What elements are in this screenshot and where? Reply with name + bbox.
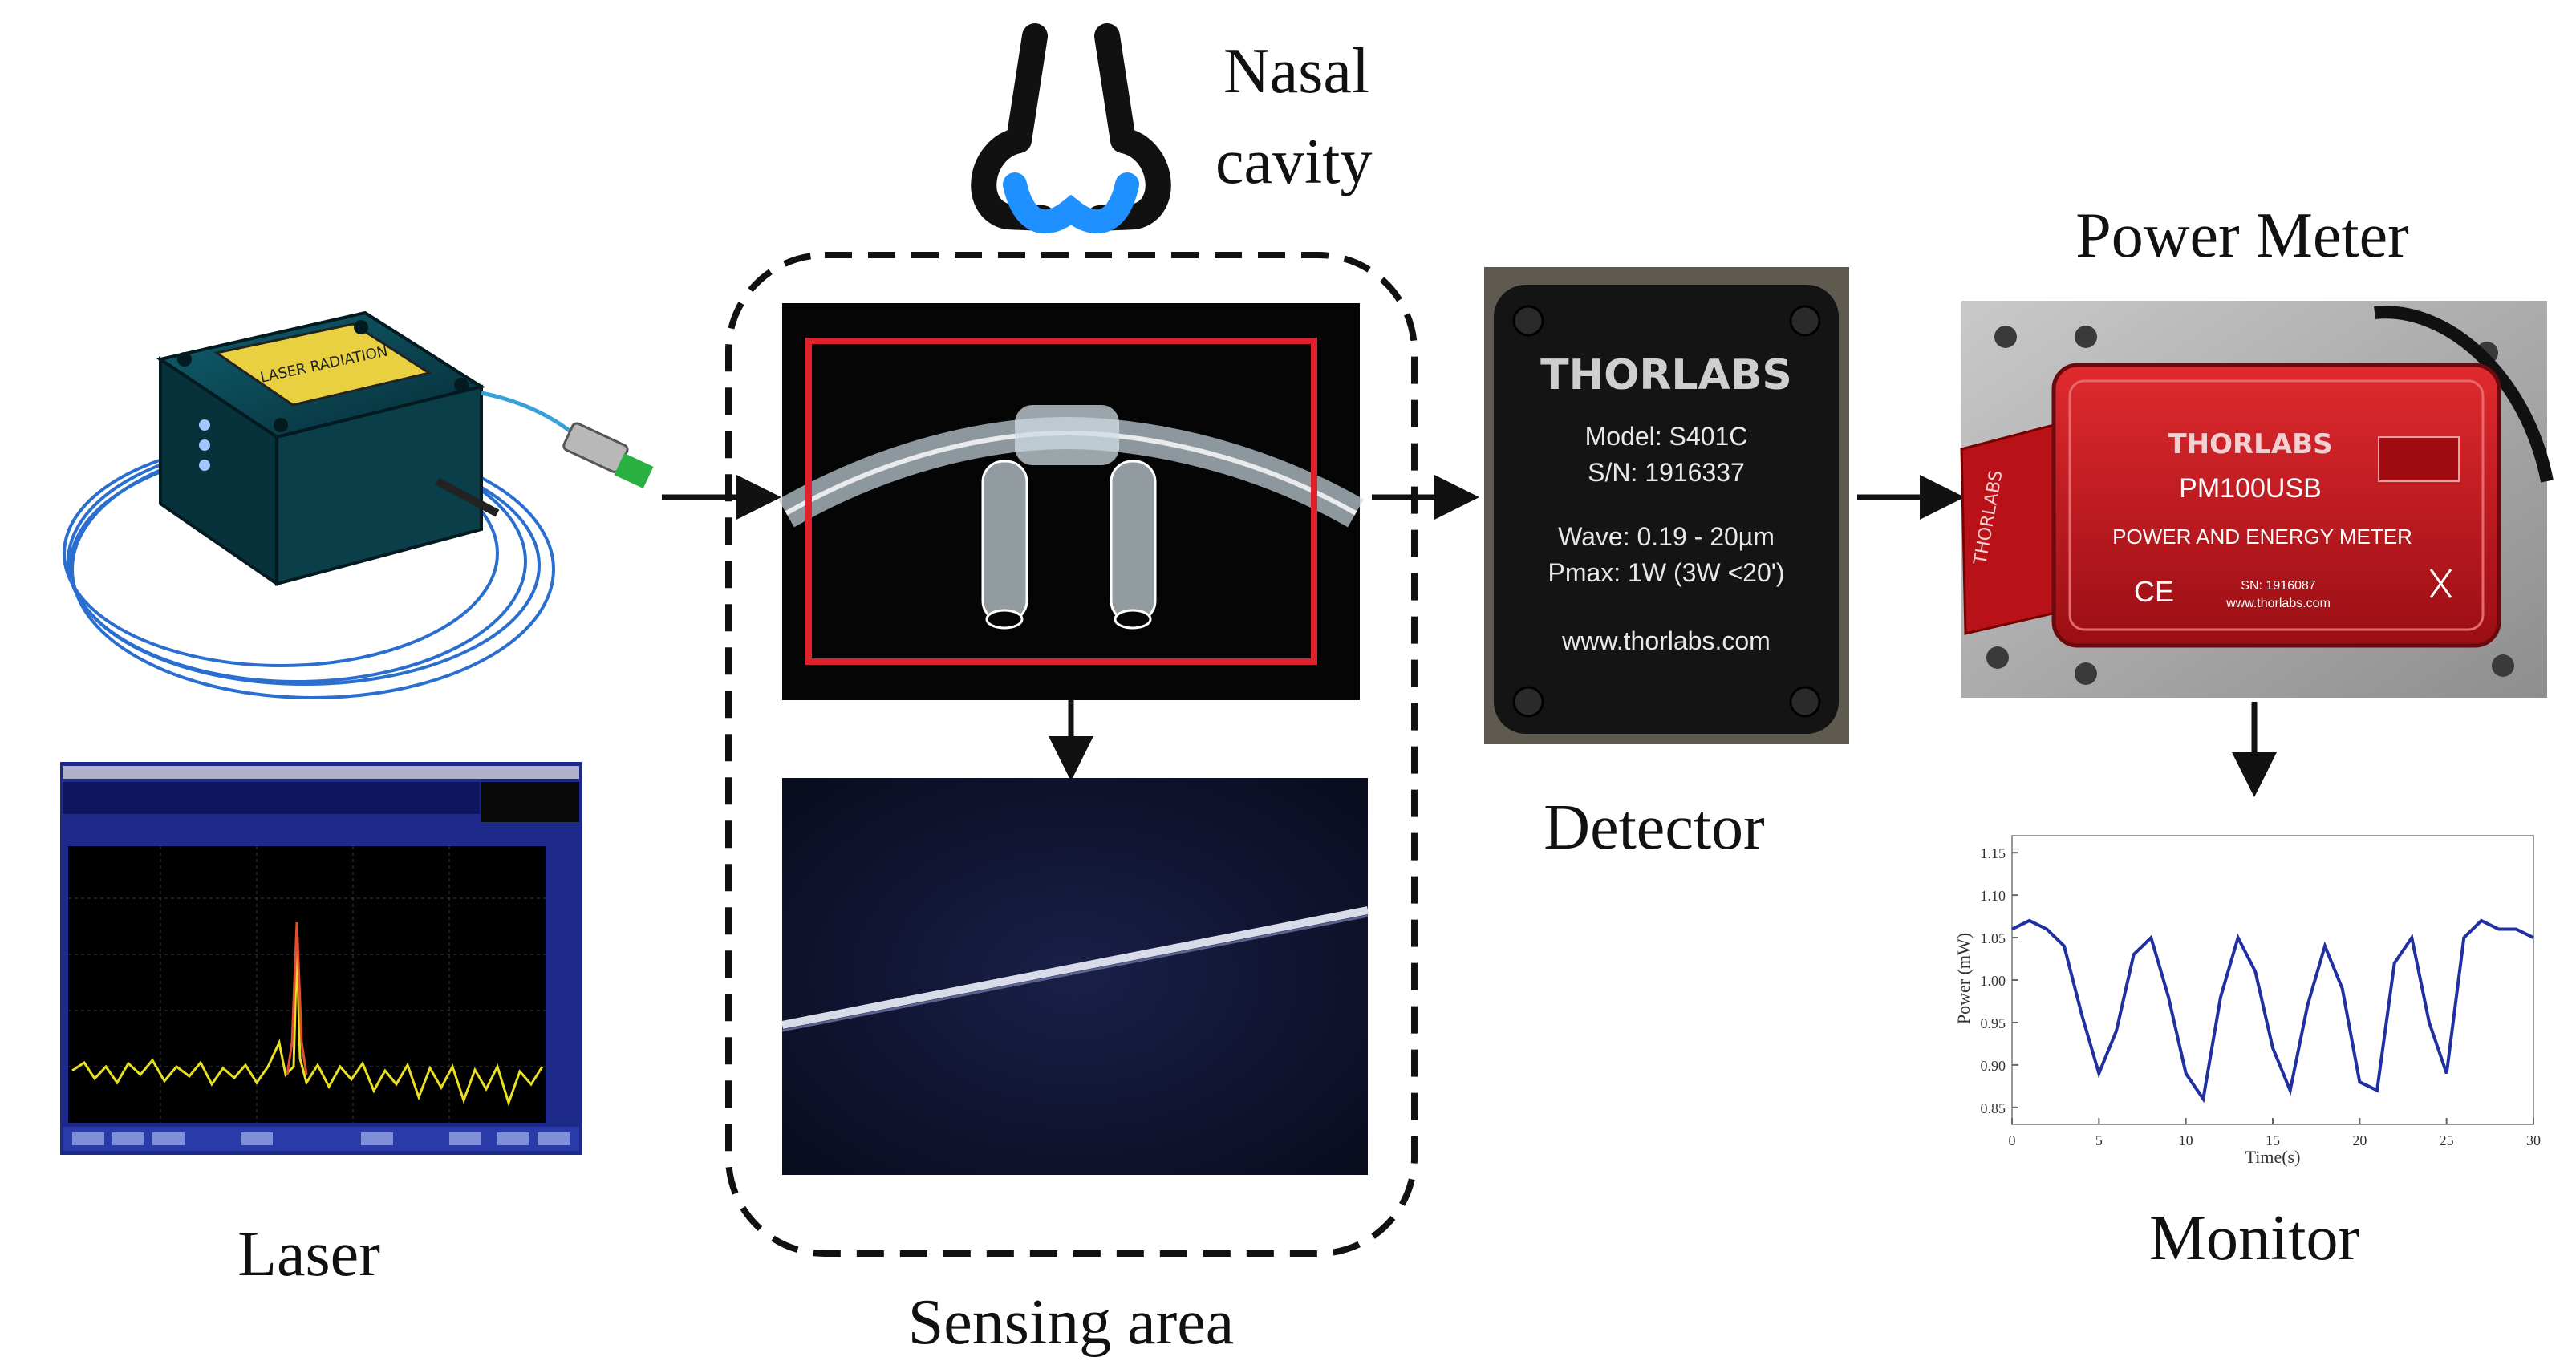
detector-photo: THORLABS Model: S401C S/N: 1916337 Wave:… [1484,267,1849,744]
nasal-cavity-label-line2: cavity [1215,127,1372,197]
y-tick-label: 1.15 [1981,845,2006,861]
detector-wave: Wave: 0.19 - 20µm [1558,522,1775,551]
power-meter-brand: THORLABS [2168,428,2332,460]
detector-url: www.thorlabs.com [1561,626,1771,655]
power-series-line [2011,918,2534,1104]
nasal-cannula-photo [778,303,1364,700]
sensing-region-frame [805,338,1317,665]
detector-label: Detector [1544,792,1764,863]
x-axis-label: Time(s) [2245,1147,2301,1167]
power-meter-photo: THORLABS THORLABS PM100USB POWER AND ENE… [1960,301,2554,698]
detector-serial: S/N: 1916337 [1588,458,1745,487]
x-tick-label: 0 [2009,1132,2016,1148]
x-tick-label: 5 [2095,1132,2103,1148]
ce-mark: CE [2134,575,2174,608]
sensing-area-boundary [725,252,1418,1257]
laser-label: Laser [237,1219,380,1290]
x-tick-label: 15 [2266,1132,2280,1148]
plot-area [2011,835,2534,1125]
nasal-cavity-label-line1: Nasal [1223,36,1369,107]
spectrum-trace [71,946,544,1107]
power-meter-label: Power Meter [2075,200,2408,271]
sensing-area-label: Sensing area [908,1287,1235,1358]
y-tick-label: 1.10 [1981,888,2006,904]
y-axis-label: Power (mW) [1953,933,1974,1024]
x-tick-label: 20 [2352,1132,2367,1148]
detector-model: Model: S401C [1585,422,1748,451]
spectrum-peak [286,921,308,1075]
power-meter-serial: SN: 1916087 [2241,579,2316,593]
y-tick-label: 0.95 [1981,1015,2006,1031]
x-tick-label: 10 [2179,1132,2193,1148]
detector-brand: THORLABS [1540,351,1792,399]
monitor-label: Monitor [2149,1203,2359,1274]
nose-icon [971,23,1171,234]
detector-pmax: Pmax: 1W (3W <20') [1548,558,1784,587]
power-meter-model: PM100USB [2179,473,2322,504]
monitor-chart: 1.15 1.10 1.05 1.00 0.95 0.90 0.85 0 5 10 15 20 25 3… [1953,835,2541,1167]
power-meter-desc: POWER AND ENERGY METER [2112,525,2412,549]
x-tick-label: 25 [2440,1132,2454,1148]
x-tick-label: 30 [2526,1132,2541,1148]
microfiber-photo [781,778,1369,1175]
laser-photo: LASER RADIATION [63,310,654,699]
osa-spectrum-screen [60,762,582,1155]
power-meter-url: www.thorlabs.com [2225,597,2331,610]
y-tick-label: 1.00 [1981,973,2006,989]
y-tick-label: 0.85 [1981,1100,2006,1116]
y-tick-label: 0.90 [1981,1058,2006,1074]
y-tick-label: 1.05 [1981,930,2006,946]
